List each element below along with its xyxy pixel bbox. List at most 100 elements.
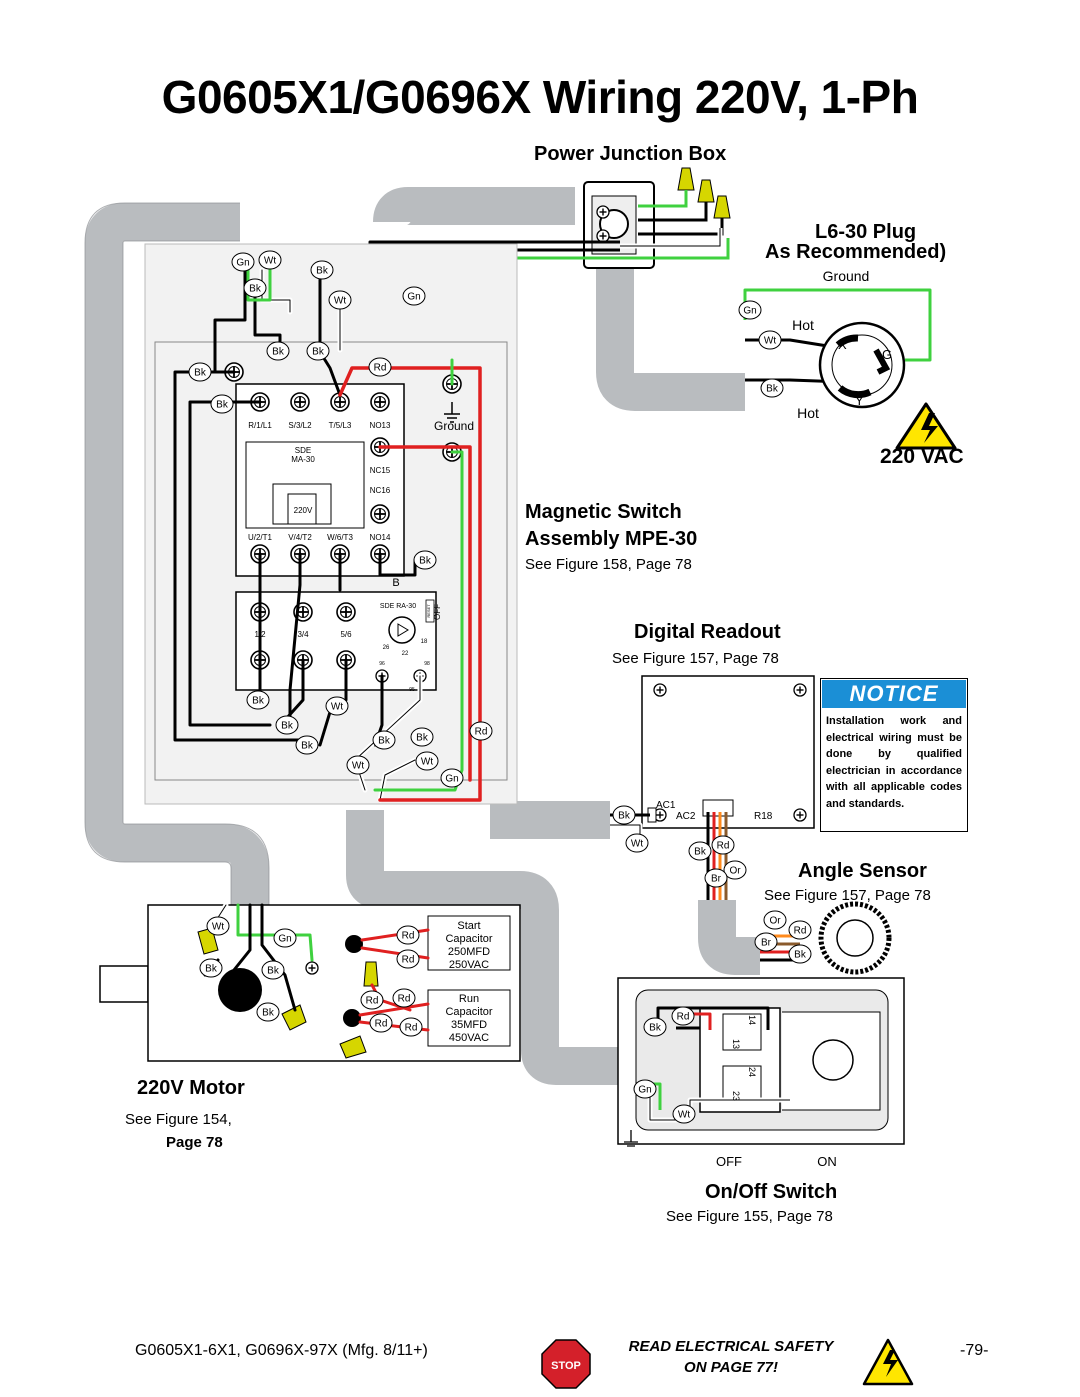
overload-dial-26: 26 [383, 645, 390, 651]
digital-readout-box [641, 675, 815, 829]
wire-tag: Gn [402, 286, 426, 306]
wire-tag-label: Br [711, 874, 722, 885]
wire-tag: Bk [760, 378, 784, 398]
wire-tag-label: Wt [631, 839, 643, 850]
notice-heading: NOTICE [821, 679, 967, 709]
onoff-switch-box [617, 977, 905, 1145]
plug-g-label: G [882, 347, 892, 362]
plug-hot-bottom-label: Hot [797, 405, 819, 421]
switch-on-label: ON [817, 1154, 837, 1169]
wire-tag: Rd [469, 721, 493, 741]
footer-safety: READ ELECTRICAL SAFETY ON PAGE 77! [600, 1336, 862, 1378]
switch-off-label: OFF [716, 1154, 742, 1169]
stop-sign-text: STOP [551, 1360, 581, 1372]
wire-tag-label: Wt [764, 336, 776, 347]
term-no13: NO13 [370, 421, 391, 430]
wire-tag-label: Gn [638, 1085, 651, 1096]
wire-tag: Gn [231, 252, 255, 272]
notice-box: NOTICE Installation work and electrical … [820, 678, 968, 832]
wire-tag-label: Wt [678, 1110, 690, 1121]
contactor-b-label: B [392, 577, 399, 589]
wire-tag: Bk [295, 735, 319, 755]
angle-sensor-heading: Angle Sensor [798, 860, 927, 882]
digital-readout-ref: See Figure 157, Page 78 [612, 650, 779, 667]
wire-tag: Rd [711, 835, 735, 855]
run-cap-line2: Capacitor [445, 1006, 492, 1018]
wire-tag: Wt [672, 1104, 696, 1124]
wire-tag: Rd [396, 925, 420, 945]
magnetic-switch-panel [144, 243, 518, 805]
plug-x-label: X [838, 337, 847, 352]
wire-tag: Or [723, 860, 747, 880]
wire-tag: Bk [243, 278, 267, 298]
wire-tag: Bk [256, 1002, 280, 1022]
wire-tag: Wt [325, 696, 349, 716]
switch-t24: 24 [747, 1067, 757, 1077]
wire-tag: Bk [266, 341, 290, 361]
wire-tag-label: Bk [262, 1008, 275, 1019]
onoff-switch-heading: On/Off Switch [705, 1181, 838, 1203]
conduit-outlines [84, 202, 270, 905]
switch-t13: 13 [731, 1039, 741, 1049]
ground-symbol-icon [444, 402, 460, 423]
term-nc15: NC15 [370, 466, 391, 475]
overload-t98: 98 [424, 661, 430, 667]
wire-tag-label: Bk [419, 556, 432, 567]
term-s3l2: S/3/L2 [288, 421, 312, 430]
wire-tag-label: Wt [334, 296, 346, 307]
run-cap-line1: Run [459, 993, 479, 1005]
start-cap-line2: Capacitor [445, 933, 492, 945]
term-r1l1: R/1/L1 [248, 421, 272, 430]
wire-tag-label: Bk [316, 266, 329, 277]
wire-tag: Bk [688, 841, 712, 861]
wire-tag-label: Bk [378, 736, 391, 747]
wire-tag: Rd [788, 920, 812, 940]
start-cap-line3: 250MFD [448, 946, 490, 958]
wire-tag: Bk [410, 727, 434, 747]
wire-tag-label: Rd [375, 1019, 388, 1030]
wire-tag: Wt [328, 290, 352, 310]
wire-tag: Bk [210, 394, 234, 414]
start-cap-line1: Start [457, 920, 480, 932]
overload-term-56: 5/6 [340, 630, 352, 639]
wire-tag: Bk [413, 550, 437, 570]
wire-tag-label: Or [769, 916, 781, 927]
wire-tag-label: Rd [402, 931, 415, 942]
wire-tag: Gn [738, 300, 762, 320]
footer-safety-line1: READ ELECTRICAL SAFETY [628, 1338, 834, 1355]
wire-tag: Or [763, 910, 787, 930]
term-w6t3: W/6/T3 [327, 533, 353, 542]
contactor-coil: 220V [294, 506, 313, 515]
wire-tag-label: Bk [618, 811, 631, 822]
wire-tag: Br [754, 932, 778, 952]
footer-models: G0605X1-6X1, G0696X-97X (Mfg. 8/11+) [135, 1342, 428, 1359]
wire-tag-label: Rd [405, 1023, 418, 1034]
wire-tag: Bk [261, 960, 285, 980]
wire-tag-label: Gn [445, 774, 458, 785]
wire-tag: Bk [246, 690, 270, 710]
overload-term-34: 3/4 [297, 630, 309, 639]
wire-tag-label: Bk [216, 400, 229, 411]
wire-tag-label: Rd [794, 926, 807, 937]
wire-tag: Rd [399, 1017, 423, 1037]
wire-tag: Gn [273, 928, 297, 948]
wire-tag: Rd [392, 988, 416, 1008]
wire-tag: Bk [188, 362, 212, 382]
onoff-switch-ref: See Figure 155, Page 78 [666, 1208, 833, 1225]
wire-tag-label: Gn [236, 258, 249, 269]
wire-tag: Gn [633, 1079, 657, 1099]
wire-tag-label: Bk [252, 696, 265, 707]
term-t5l3: T/5/L3 [329, 421, 352, 430]
contactor-brand: SDE [295, 446, 311, 455]
wire-tag: Bk [310, 260, 334, 280]
term-u2t1: U/2/T1 [248, 533, 273, 542]
junction-box-heading: Power Junction Box [534, 143, 727, 165]
overload-t95: 95 [409, 687, 415, 693]
mag-switch-heading-line1: Magnetic Switch [525, 501, 682, 523]
wire-tag: Rd [368, 357, 392, 377]
wire-tag-label: Gn [743, 306, 756, 317]
wire-tag: Rd [360, 990, 384, 1010]
term-v4t2: V/4/T2 [288, 533, 312, 542]
